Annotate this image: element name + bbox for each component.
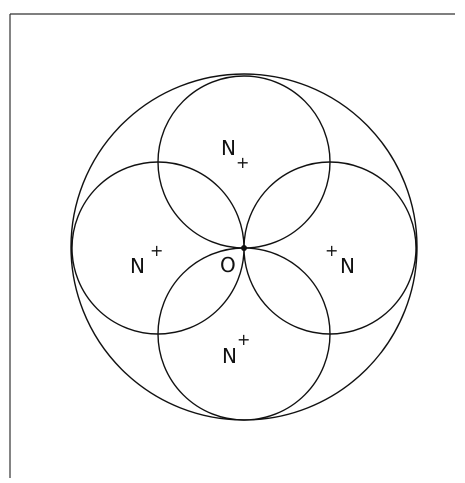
plus-right: + bbox=[325, 241, 338, 260]
plus-top: + bbox=[236, 153, 249, 172]
origin-point bbox=[241, 245, 247, 251]
label-origin: O bbox=[220, 253, 236, 277]
label-n-bottom: N bbox=[222, 344, 237, 368]
plus-left: + bbox=[150, 241, 163, 260]
label-n-left: N bbox=[130, 254, 145, 278]
plus-bottom: + bbox=[237, 330, 250, 349]
label-n-top: N bbox=[221, 136, 236, 160]
label-n-right: N bbox=[340, 254, 355, 278]
